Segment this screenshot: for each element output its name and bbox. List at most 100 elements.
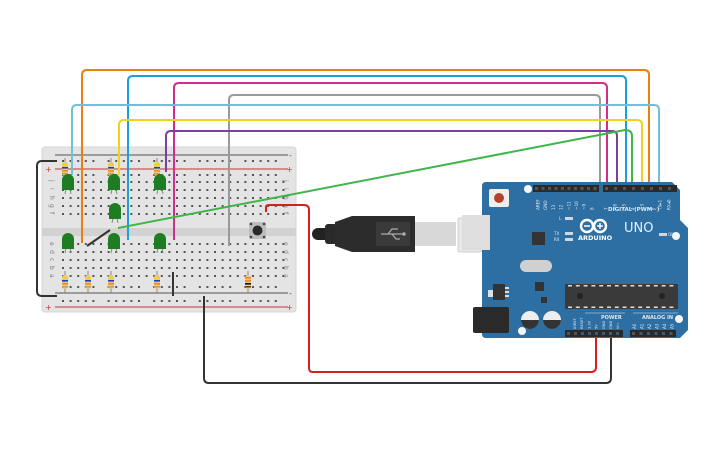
breadboard-hole[interactable] <box>198 259 201 261</box>
rail-hole[interactable] <box>244 300 247 302</box>
pushbutton-cap[interactable] <box>252 225 263 236</box>
breadboard-hole[interactable] <box>206 275 209 277</box>
rail-hole[interactable] <box>229 174 232 176</box>
breadboard-hole[interactable] <box>259 197 262 199</box>
rail-hole[interactable] <box>153 174 156 176</box>
breadboard-hole[interactable] <box>221 213 224 215</box>
breadboard-hole[interactable] <box>244 251 247 253</box>
breadboard-hole[interactable] <box>183 181 186 183</box>
header-pin[interactable] <box>632 187 635 190</box>
breadboard-hole[interactable] <box>122 243 125 245</box>
breadboard-hole[interactable] <box>122 197 125 199</box>
header-pin[interactable] <box>535 187 538 190</box>
breadboard-hole[interactable] <box>84 267 87 269</box>
breadboard-hole[interactable] <box>84 213 87 215</box>
breadboard-hole[interactable] <box>153 275 156 277</box>
breadboard-hole[interactable] <box>138 251 140 253</box>
breadboard-hole[interactable] <box>69 259 72 261</box>
breadboard-hole[interactable] <box>267 213 270 215</box>
rail-hole[interactable] <box>221 286 224 288</box>
wire-orange[interactable] <box>81 69 650 243</box>
breadboard-hole[interactable] <box>122 213 125 215</box>
breadboard-hole[interactable] <box>122 275 125 277</box>
rail-hole[interactable] <box>214 160 216 162</box>
breadboard-hole[interactable] <box>62 267 64 269</box>
breadboard-hole[interactable] <box>100 243 102 245</box>
breadboard-hole[interactable] <box>138 213 140 215</box>
rail-hole[interactable] <box>138 286 140 288</box>
rail-hole[interactable] <box>122 286 125 288</box>
breadboard-hole[interactable] <box>168 275 171 277</box>
header-pin[interactable] <box>567 187 571 190</box>
breadboard-hole[interactable] <box>100 267 102 269</box>
breadboard-hole[interactable] <box>206 197 209 199</box>
breadboard-hole[interactable] <box>244 197 247 199</box>
header-pin[interactable] <box>669 332 673 335</box>
breadboard-hole[interactable] <box>236 189 239 191</box>
breadboard-hole[interactable] <box>229 181 232 183</box>
rail-hole[interactable] <box>115 300 118 302</box>
rail-hole[interactable] <box>267 174 270 176</box>
breadboard-hole[interactable] <box>274 251 277 253</box>
breadboard-hole[interactable] <box>198 205 201 207</box>
breadboard-hole[interactable] <box>236 197 239 199</box>
rail-hole[interactable] <box>176 286 178 288</box>
led-4[interactable] <box>109 203 121 224</box>
rail-hole[interactable] <box>244 160 247 162</box>
breadboard-hole[interactable] <box>130 181 133 183</box>
breadboard-hole[interactable] <box>198 213 201 215</box>
breadboard-hole[interactable] <box>191 251 194 253</box>
breadboard-hole[interactable] <box>77 259 80 261</box>
wire-yellow[interactable] <box>118 119 643 190</box>
wire-lightblue[interactable] <box>71 104 660 190</box>
breadboard-hole[interactable] <box>168 181 171 183</box>
breadboard-hole[interactable] <box>122 189 125 191</box>
breadboard-hole[interactable] <box>153 197 156 199</box>
breadboard-hole[interactable] <box>145 189 148 191</box>
rail-hole[interactable] <box>153 300 156 302</box>
breadboard-hole[interactable] <box>252 243 254 245</box>
rail-hole[interactable] <box>92 286 95 288</box>
breadboard-hole[interactable] <box>145 267 148 269</box>
breadboard-hole[interactable] <box>107 251 110 253</box>
breadboard-hole[interactable] <box>160 259 163 261</box>
rail-hole[interactable] <box>274 300 277 302</box>
rail-hole[interactable] <box>176 300 178 302</box>
breadboard-hole[interactable] <box>160 275 163 277</box>
breadboard-hole[interactable] <box>267 267 270 269</box>
breadboard-hole[interactable] <box>267 275 270 277</box>
breadboard-hole[interactable] <box>153 251 156 253</box>
breadboard-hole[interactable] <box>252 251 254 253</box>
breadboard-hole[interactable] <box>100 259 102 261</box>
breadboard-hole[interactable] <box>252 205 254 207</box>
breadboard-hole[interactable] <box>191 189 194 191</box>
breadboard-hole[interactable] <box>138 205 140 207</box>
rail-hole[interactable] <box>160 160 163 162</box>
breadboard-hole[interactable] <box>282 251 285 253</box>
breadboard-hole[interactable] <box>282 197 285 199</box>
breadboard-hole[interactable] <box>191 267 194 269</box>
breadboard-hole[interactable] <box>130 259 133 261</box>
breadboard-hole[interactable] <box>198 197 201 199</box>
breadboard-hole[interactable] <box>214 205 216 207</box>
breadboard-hole[interactable] <box>107 197 110 199</box>
breadboard-hole[interactable] <box>252 197 254 199</box>
reset-button[interactable] <box>489 189 509 207</box>
rail-hole[interactable] <box>198 174 201 176</box>
breadboard-hole[interactable] <box>259 259 262 261</box>
breadboard-hole[interactable] <box>183 251 186 253</box>
breadboard-hole[interactable] <box>130 243 133 245</box>
breadboard-hole[interactable] <box>122 205 125 207</box>
breadboard-hole[interactable] <box>77 181 80 183</box>
breadboard-hole[interactable] <box>84 259 87 261</box>
led-1[interactable] <box>62 174 74 195</box>
breadboard-hole[interactable] <box>92 275 95 277</box>
breadboard-hole[interactable] <box>221 251 224 253</box>
breadboard-hole[interactable] <box>244 243 247 245</box>
breadboard-hole[interactable] <box>282 243 285 245</box>
rail-hole[interactable] <box>84 300 87 302</box>
breadboard-hole[interactable] <box>252 259 254 261</box>
breadboard-hole[interactable] <box>183 213 186 215</box>
breadboard-hole[interactable] <box>145 251 148 253</box>
rail-hole[interactable] <box>92 300 95 302</box>
